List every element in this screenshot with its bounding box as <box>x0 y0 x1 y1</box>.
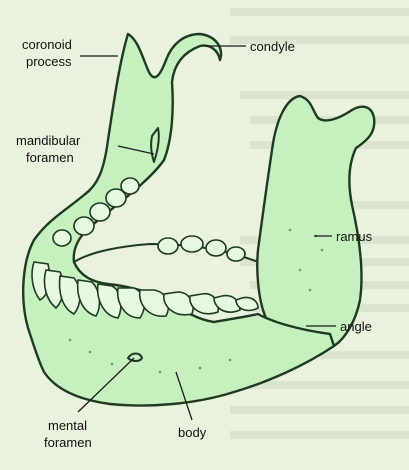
label-mandibular-foramen-line1: mandibular <box>16 133 81 148</box>
label-condyle: condyle <box>250 39 295 54</box>
label-angle: angle <box>340 319 372 334</box>
label-ramus: ramus <box>336 229 373 244</box>
label-body: body <box>178 425 207 440</box>
label-mandibular-foramen-line2: foramen <box>26 150 74 165</box>
label-coronoid-process-line1: coronoid <box>22 37 72 52</box>
label-coronoid-process-line2: process <box>26 54 72 69</box>
label-mental-foramen-line2: foramen <box>44 435 92 450</box>
label-mental-foramen-line1: mental <box>48 418 87 433</box>
